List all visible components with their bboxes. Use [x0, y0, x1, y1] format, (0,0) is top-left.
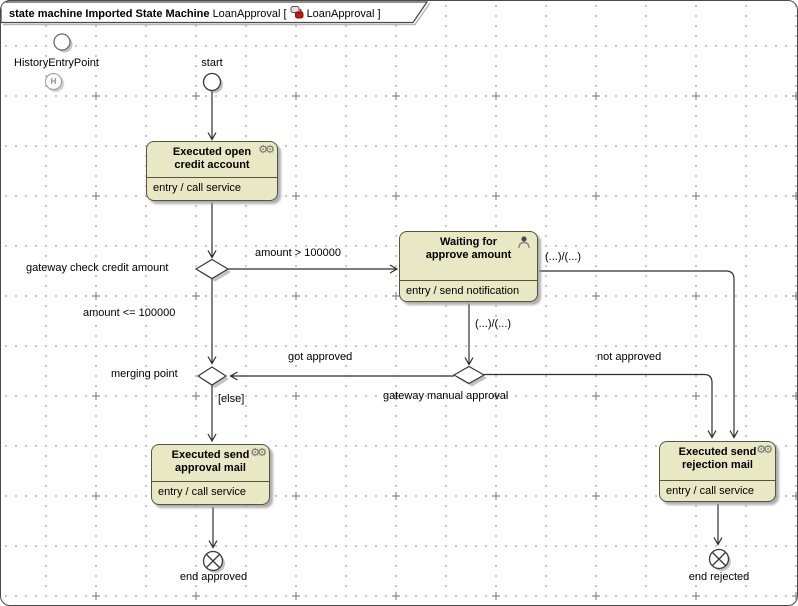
guard-amount-le-label: amount <= 100000: [83, 307, 176, 319]
state-open-credit-account[interactable]: Executed open credit account ⚙⚙ entry / …: [146, 141, 278, 201]
gateway-check-label: gateway check credit amount: [26, 262, 169, 274]
transition-not-approved-to-rejection[interactable]: [484, 373, 717, 439]
frame-tab-shadow: [3, 2, 431, 26]
merging-point-diamond[interactable]: [196, 366, 228, 386]
gears-icon: ⚙⚙: [258, 143, 275, 156]
waiting-to-gateway-label: (...)/(...): [475, 318, 512, 330]
state-title-line1: Executed send: [171, 449, 250, 461]
transition-got-approved-to-merging[interactable]: [229, 371, 455, 381]
transition-open-credit-to-gateway-check[interactable]: [207, 202, 217, 259]
got-approved-label: got approved: [288, 351, 353, 363]
state-title-line1: Waiting for: [439, 236, 498, 248]
gateway-manual-label: gateway manual approval: [383, 390, 509, 402]
transition-rejection-mail-to-end-rejected[interactable]: [713, 504, 723, 546]
state-send-approval-mail[interactable]: Executed send approval mail ⚙⚙ entry / c…: [151, 444, 270, 505]
history-entry-point-node[interactable]: [53, 33, 71, 51]
state-title-line1: Executed send: [678, 446, 757, 458]
frame-title-ref: LoanApproval ]: [306, 8, 381, 20]
terminate-x-icon: [712, 552, 726, 566]
gears-icon: ⚙⚙: [756, 443, 773, 456]
state-entry-action: entry / call service: [666, 485, 755, 497]
else-guard-label: [else]: [218, 393, 245, 405]
history-marker-glyph: H: [50, 77, 57, 86]
person-icon: [516, 235, 532, 254]
frame-title-kind: state machine Imported State Machine: [9, 8, 210, 20]
gears-icon: ⚙⚙: [250, 446, 267, 459]
terminate-x-icon: [206, 554, 220, 568]
state-entry-action: entry / call service: [153, 182, 242, 194]
end-rejected-node[interactable]: [708, 548, 730, 570]
transition-waiting-to-rejection[interactable]: [539, 270, 739, 439]
gateway-check-diamond[interactable]: [194, 258, 230, 280]
state-send-rejection-mail[interactable]: Executed send rejection mail ⚙⚙ entry / …: [659, 441, 776, 502]
end-approved-label: end approved: [179, 571, 248, 583]
transition-approval-mail-to-end-approved[interactable]: [208, 507, 218, 549]
state-title-line2: approve amount: [425, 249, 512, 261]
not-approved-label: not approved: [597, 351, 662, 363]
history-entry-point-label: HistoryEntryPoint: [14, 57, 99, 69]
start-label: start: [201, 57, 223, 69]
state-title-line1: Executed open: [172, 146, 252, 158]
waiting-to-rejection-label: (...)/(...): [545, 251, 582, 263]
start-node[interactable]: [202, 72, 222, 92]
state-machine-icon: [290, 6, 304, 19]
transition-start-to-open-credit[interactable]: [207, 91, 217, 141]
transition-amount-gt-to-waiting[interactable]: [228, 264, 399, 274]
state-entry-action: entry / call service: [158, 486, 247, 498]
transition-else-to-approval-mail[interactable]: [207, 385, 217, 443]
merging-point-label: merging point: [111, 368, 178, 380]
state-title-line2: credit account: [174, 159, 250, 171]
frame-tab[interactable]: [1, 1, 429, 24]
frame-title: state machine Imported State Machine Loa…: [9, 5, 381, 20]
transition-waiting-to-gateway-manual[interactable]: [464, 303, 474, 366]
end-approved-node[interactable]: [202, 550, 224, 572]
state-waiting-approve[interactable]: Waiting for approve amount entry / send …: [399, 231, 538, 302]
state-title-line2: rejection mail: [682, 459, 753, 471]
guard-amount-gt-label: amount > 100000: [255, 247, 341, 259]
history-marker-node[interactable]: H: [45, 73, 62, 90]
transition-amount-le-to-merging[interactable]: [207, 279, 217, 365]
gateway-manual-diamond[interactable]: [452, 365, 486, 385]
end-rejected-label: end rejected: [688, 571, 750, 583]
frame-title-context: LoanApproval [: [212, 8, 287, 20]
state-entry-action: entry / send notification: [406, 285, 520, 297]
state-title-line2: approval mail: [175, 462, 246, 474]
